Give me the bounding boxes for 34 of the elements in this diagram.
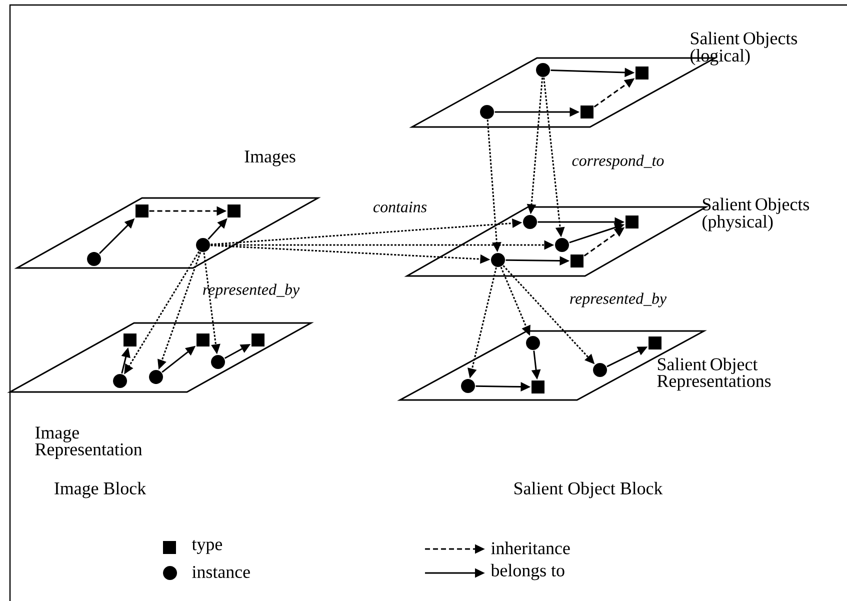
instance-dot <box>526 336 540 350</box>
plane-label: Image Representation <box>35 426 142 460</box>
legend-label: belongs to <box>490 564 564 580</box>
type-square <box>570 254 584 268</box>
relation-label: correspond_to <box>572 154 664 170</box>
instance-dot <box>149 370 163 384</box>
type-square <box>228 204 240 218</box>
instance-dot <box>536 63 550 77</box>
plane-label: Salient Objects (logical) <box>690 32 798 66</box>
type-square <box>532 380 544 394</box>
type-square <box>580 106 594 118</box>
instance-dot <box>113 374 127 388</box>
type-square <box>124 334 136 346</box>
plane-label: Images <box>244 150 296 166</box>
instance-dot <box>480 105 494 119</box>
type-square <box>252 334 264 346</box>
plane-label: Salient Object Representations <box>657 358 771 391</box>
relation-label: contains <box>373 202 427 212</box>
type-square <box>648 336 662 350</box>
instance-dot <box>87 252 101 266</box>
plane-label: Salient Objects (physical) <box>702 198 810 232</box>
relation-label: represented_by <box>570 292 667 308</box>
type-square <box>196 334 210 346</box>
block-label: Image Block <box>54 482 146 498</box>
legend-label: inheritance <box>491 542 570 554</box>
type-square <box>136 204 148 218</box>
instance-dot <box>593 363 607 377</box>
type-square <box>636 66 648 80</box>
instance-dot <box>196 238 210 252</box>
legend-label: instance <box>192 566 250 578</box>
block-label: Salient Object Block <box>514 482 663 498</box>
relation-label: represented_by <box>203 284 300 298</box>
legend-label: type <box>192 540 222 554</box>
type-square <box>626 216 638 228</box>
